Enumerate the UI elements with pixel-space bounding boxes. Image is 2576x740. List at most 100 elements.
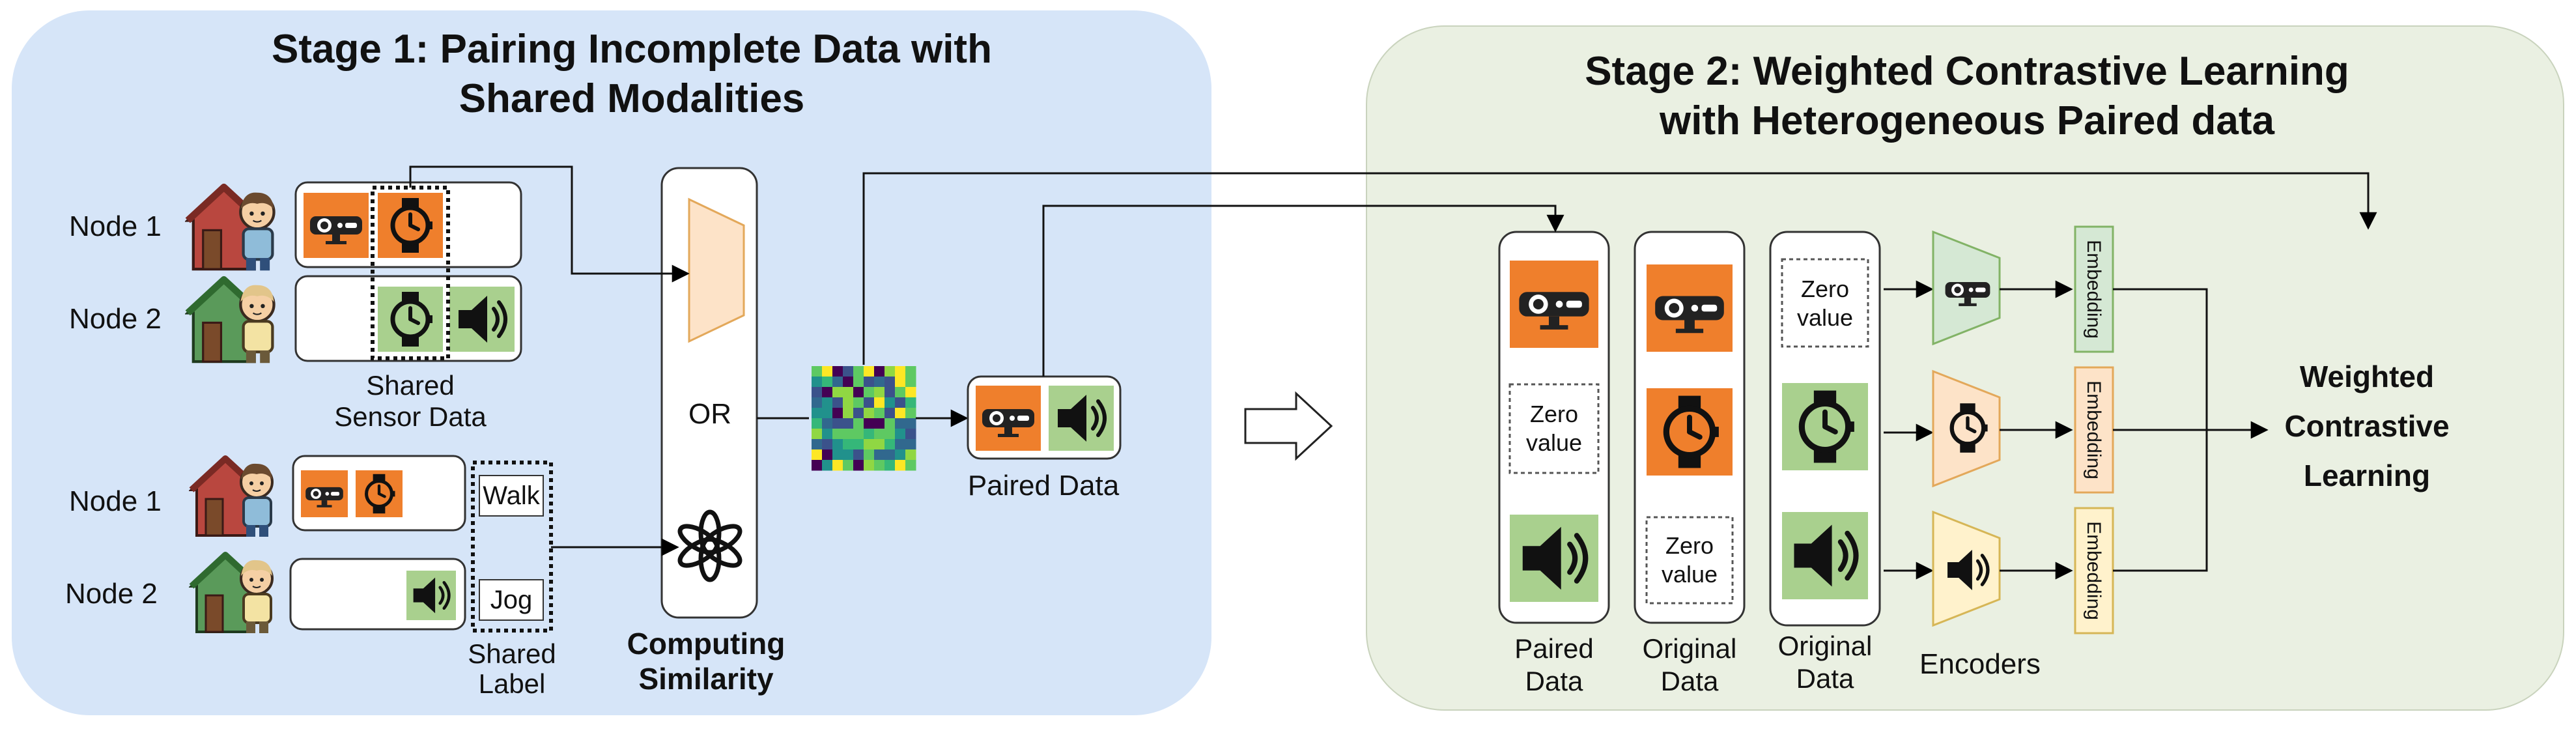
similarity-cell xyxy=(822,366,833,377)
similarity-cell xyxy=(822,460,833,471)
similarity-cell xyxy=(885,429,896,440)
embedding-box-1 xyxy=(2074,225,2114,353)
arrow-matrix-to-wcl xyxy=(862,172,2377,365)
similarity-cell xyxy=(905,366,916,377)
wcl-label-line1: Weighted xyxy=(2300,360,2434,393)
similarity-cell xyxy=(812,408,823,419)
wcl-label-line2: Contrastive xyxy=(2284,409,2449,443)
label-walk: Walk xyxy=(483,481,540,510)
zero-value-line2: value xyxy=(1797,304,1853,331)
similarity-cell xyxy=(895,397,906,408)
zero-value-line2: value xyxy=(1526,429,1582,456)
computing-label-line1: Computing xyxy=(627,627,786,661)
col2-label-line1: Original xyxy=(1643,633,1737,664)
similarity-cell xyxy=(853,366,864,377)
similarity-cell xyxy=(812,397,823,408)
similarity-cell xyxy=(832,460,843,471)
similarity-cell xyxy=(864,429,875,440)
similarity-cell xyxy=(822,377,833,388)
similarity-cell xyxy=(843,366,854,377)
arrow-shared-sensor-to-encoder xyxy=(409,165,690,283)
similarity-cell xyxy=(843,377,854,388)
col1-label-line2: Data xyxy=(1525,666,1583,696)
similarity-cell xyxy=(843,397,854,408)
similarity-cell xyxy=(874,449,885,461)
similarity-cell xyxy=(832,418,843,429)
zero-value-line1: Zero xyxy=(1530,401,1578,427)
similarity-cell xyxy=(885,449,896,461)
or-label: OR xyxy=(688,398,731,430)
encoder-trapezoid xyxy=(688,197,745,343)
similarity-cell xyxy=(864,366,875,377)
similarity-cell xyxy=(822,397,833,408)
col3-label-line2: Data xyxy=(1796,663,1854,694)
col1-label-line1: Paired xyxy=(1514,633,1593,664)
similarity-cell xyxy=(895,377,906,388)
similarity-cell xyxy=(885,418,896,429)
similarity-cell xyxy=(905,377,916,388)
similarity-cell xyxy=(812,449,823,461)
zero-value-box xyxy=(1781,258,1869,348)
stage2-title-line1: Stage 2: Weighted Contrastive Learning xyxy=(1585,49,2349,94)
embedding-label: Embedding xyxy=(2083,521,2104,620)
similarity-cell xyxy=(853,460,864,471)
zero-value-box xyxy=(1508,383,1600,474)
stage1-panel: Stage 1: Pairing Incomplete Data with Sh… xyxy=(12,10,1211,715)
embedding-box-3 xyxy=(2074,507,2114,634)
stage2-panel: Stage 2: Weighted Contrastive Learning w… xyxy=(1366,25,2564,711)
similarity-cell xyxy=(822,387,833,398)
similarity-cell xyxy=(895,387,906,398)
encoders-label: Encoders xyxy=(1919,648,2041,680)
similarity-cell xyxy=(853,429,864,440)
similarity-cell xyxy=(864,387,875,398)
similarity-cell xyxy=(895,429,906,440)
node-label: Node 1 xyxy=(69,210,162,242)
similarity-cell xyxy=(905,418,916,429)
similarity-cell xyxy=(874,418,885,429)
similarity-cell xyxy=(853,397,864,408)
arrow-paired-to-stage2 xyxy=(1042,205,1564,377)
similarity-cell xyxy=(812,377,823,388)
label-jog-box xyxy=(479,579,544,621)
similarity-cell xyxy=(853,377,864,388)
shared-label-line2: Label xyxy=(479,668,546,699)
similarity-cell xyxy=(843,460,854,471)
similarity-cell xyxy=(843,439,854,450)
label-jog: Jog xyxy=(490,586,533,614)
similarity-cell xyxy=(812,439,823,450)
similarity-cell xyxy=(864,377,875,388)
similarity-cell xyxy=(832,449,843,461)
similarity-cell xyxy=(864,439,875,450)
similarity-cell xyxy=(874,460,885,471)
zero-value-line1: Zero xyxy=(1665,532,1714,559)
similarity-cell xyxy=(885,460,896,471)
embedding-label: Embedding xyxy=(2083,240,2104,339)
shared-label-line1: Shared xyxy=(468,638,556,669)
zero-value-box xyxy=(1645,516,1734,605)
similarity-cell xyxy=(905,460,916,471)
similarity-cell xyxy=(822,418,833,429)
shared-label-dotted-box xyxy=(471,461,553,633)
similarity-cell xyxy=(874,408,885,419)
stage1-title-line1: Stage 1: Pairing Incomplete Data with xyxy=(272,27,992,72)
similarity-cell xyxy=(843,449,854,461)
embedding-label: Embedding xyxy=(2083,380,2104,479)
computing-label-line2: Similarity xyxy=(638,662,774,696)
similarity-cell xyxy=(853,439,864,450)
similarity-cell xyxy=(812,429,823,440)
similarity-cell xyxy=(832,377,843,388)
stage2-title-line2: with Heterogeneous Paired data xyxy=(1659,98,2275,143)
similarity-cell xyxy=(895,439,906,450)
similarity-cell xyxy=(905,408,916,419)
similarity-cell xyxy=(895,366,906,377)
similarity-cell xyxy=(853,449,864,461)
similarity-cell xyxy=(812,366,823,377)
similarity-cell xyxy=(822,439,833,450)
wcl-label-line3: Learning xyxy=(2304,459,2430,492)
similarity-cell xyxy=(885,408,896,419)
similarity-cell xyxy=(905,387,916,398)
col3-label-line1: Original xyxy=(1778,631,1873,661)
similarity-cell xyxy=(905,449,916,461)
similarity-cell xyxy=(874,439,885,450)
